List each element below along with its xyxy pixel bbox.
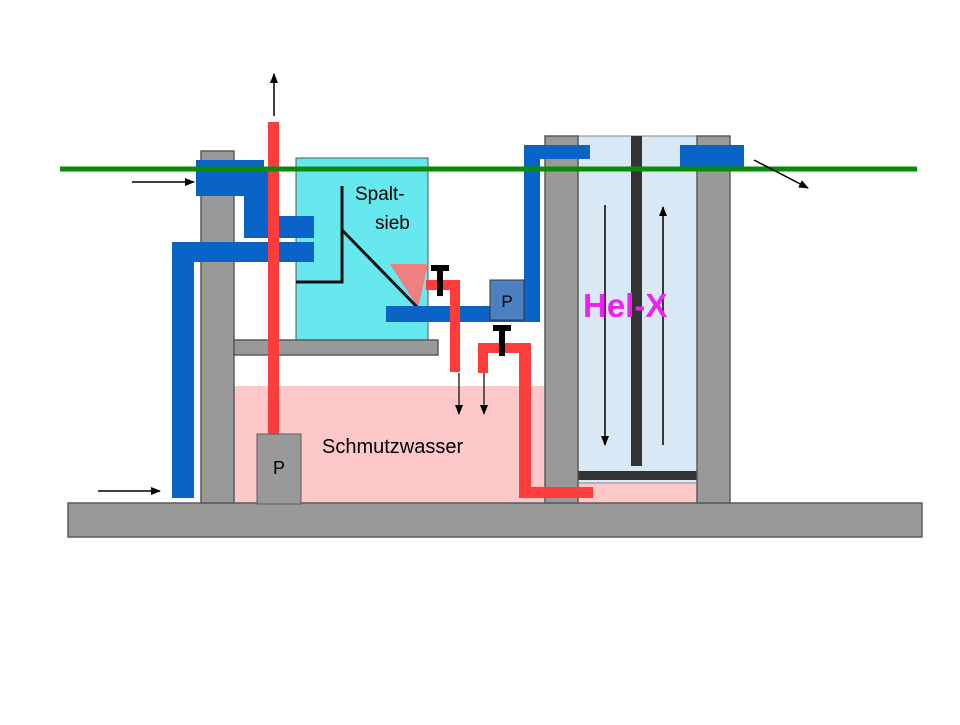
pump-left-label: P (273, 458, 285, 478)
red-riser-pipe (268, 122, 279, 438)
left-support-column (200, 150, 235, 504)
riser-pipe (524, 145, 540, 322)
dirty-water-label: Schmutzwasser (322, 436, 463, 458)
reactor-inlet-pipe (524, 145, 590, 159)
valve-left-handle (431, 265, 449, 271)
screen-outlet-wedge (390, 264, 428, 308)
screen-label-line2: sieb (375, 213, 410, 234)
screen-inner-wall (296, 186, 344, 284)
inlet-pipe-top (196, 170, 272, 196)
valve-right-handle (493, 325, 511, 331)
flow-arrow-outlet (753, 159, 809, 189)
reactor-outlet-pipe (680, 145, 744, 167)
screen-shelf (233, 339, 439, 356)
red-reactor-drain-stub (478, 343, 488, 373)
reactor-bottom-bar (578, 471, 698, 480)
reactor-bottom-water (578, 483, 698, 504)
pump-right (489, 279, 525, 321)
screen-label: Spalt- (355, 184, 405, 205)
reactor-right-wall (696, 135, 731, 504)
reactor-left-wall (544, 135, 579, 504)
base-platform (67, 502, 923, 538)
screen-sieve-line (340, 228, 420, 310)
red-reactor-drain-vertical (519, 343, 531, 498)
reactor-center-rod (631, 136, 642, 466)
valve-right-stem (499, 326, 505, 356)
feed-pipe-vertical (172, 242, 194, 498)
red-reactor-bottom-pipe (519, 487, 593, 498)
valve-left-stem (437, 266, 443, 296)
red-screen-drain-vertical (450, 280, 460, 372)
pump-right-label: P (501, 292, 512, 311)
helx-label: Hel-X (583, 287, 667, 324)
pump-left (256, 433, 302, 505)
